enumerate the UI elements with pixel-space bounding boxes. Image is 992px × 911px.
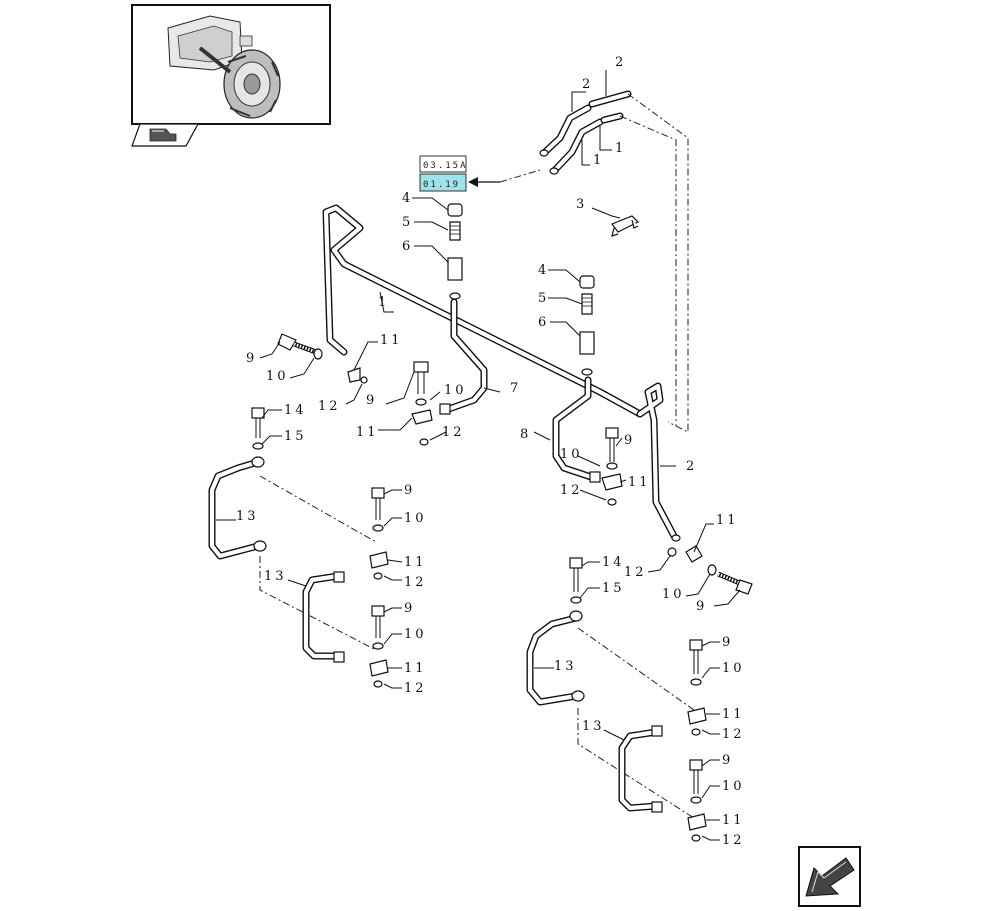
label-14-lr: 14 xyxy=(602,555,625,570)
label-11-rm: 11 xyxy=(628,475,651,490)
lower-right-assembly xyxy=(526,557,707,842)
label-11-ll-a: 11 xyxy=(404,555,427,570)
fastener-group-right-mid xyxy=(601,427,623,506)
label-1-mid: 1 xyxy=(378,295,389,310)
label-7: 7 xyxy=(510,381,521,396)
pipe-2-right xyxy=(636,382,681,542)
label-11-ll-b: 11 xyxy=(404,661,427,676)
label-1-top-b: 1 xyxy=(615,141,626,156)
label-13-lr-upper: 13 xyxy=(554,659,577,674)
label-9-rm: 9 xyxy=(624,433,635,448)
label-12-ll-a: 12 xyxy=(404,575,427,590)
pipe-8 xyxy=(552,376,601,483)
label-11-lr-b: 11 xyxy=(722,813,745,828)
label-8: 8 xyxy=(520,427,531,442)
fastener-group-upper-left xyxy=(277,333,368,384)
label-9-ul: 9 xyxy=(246,351,257,366)
label-4-left: 4 xyxy=(402,191,413,206)
label-13-lr-lower: 13 xyxy=(582,719,605,734)
breather-stack-left xyxy=(447,203,463,300)
label-15-ll: 15 xyxy=(284,429,307,444)
svg-text:03.15A: 03.15A xyxy=(423,161,468,171)
label-6-right: 6 xyxy=(538,315,549,330)
label-5-left: 5 xyxy=(402,215,413,230)
label-15-lr: 15 xyxy=(602,581,625,596)
label-12-ll-b: 12 xyxy=(404,681,427,696)
label-11-lr-a: 11 xyxy=(722,707,745,722)
label-13-ll-upper: 13 xyxy=(236,509,259,524)
label-9-lr-a: 9 xyxy=(722,635,733,650)
lower-left-assembly xyxy=(208,407,389,688)
label-11-ul: 11 xyxy=(380,333,403,348)
label-9-lr-b: 9 xyxy=(722,753,733,768)
label-9-right: 9 xyxy=(696,599,707,614)
label-10-rm: 10 xyxy=(560,447,583,462)
pipe-end-group-top xyxy=(539,90,689,433)
label-9-center: 9 xyxy=(366,393,377,408)
clip-part-3 xyxy=(611,215,640,237)
label-11-center: 11 xyxy=(356,425,379,440)
label-10-ll-b: 10 xyxy=(404,627,427,642)
label-9-ll-a: 9 xyxy=(404,483,415,498)
label-6-left: 6 xyxy=(402,239,413,254)
tractor-axle-thumbnail xyxy=(167,15,281,119)
book-hand-icon[interactable] xyxy=(131,123,200,147)
reference-03-15a[interactable]: 03.15A xyxy=(419,155,468,173)
label-2-top-b: 2 xyxy=(615,55,626,70)
thumbnail-frame[interactable] xyxy=(131,4,331,125)
fastener-group-right xyxy=(667,545,753,595)
label-12-center: 12 xyxy=(442,425,465,440)
pipe-7 xyxy=(439,298,488,415)
label-13-ll-lower: 13 xyxy=(264,569,287,584)
label-9-ll-b: 9 xyxy=(404,601,415,616)
label-10-ul: 10 xyxy=(266,369,289,384)
label-12-ul: 12 xyxy=(318,399,341,414)
label-2-right: 2 xyxy=(686,459,697,474)
breather-stack-right xyxy=(579,275,595,376)
label-12-lr-b: 12 xyxy=(722,833,745,848)
label-12-rm: 12 xyxy=(560,483,583,498)
label-12-right: 12 xyxy=(624,565,647,580)
back-arrow-icon[interactable] xyxy=(798,846,861,907)
label-3: 3 xyxy=(576,197,587,212)
label-12-lr-a: 12 xyxy=(722,727,745,742)
label-4-right: 4 xyxy=(538,263,549,278)
label-10-center: 10 xyxy=(444,383,467,398)
label-10-ll-a: 10 xyxy=(404,511,427,526)
reference-01-19[interactable]: 01.19 xyxy=(419,173,467,192)
label-2-top-a: 2 xyxy=(582,77,593,92)
label-10-lr-b: 10 xyxy=(722,779,745,794)
label-10-lr-a: 10 xyxy=(722,661,745,676)
fastener-group-center xyxy=(411,361,433,446)
label-5-right: 5 xyxy=(538,291,549,306)
svg-text:01.19: 01.19 xyxy=(423,180,460,190)
label-11-right: 11 xyxy=(716,513,739,528)
reference-arrow xyxy=(468,169,541,187)
label-10-right: 10 xyxy=(662,587,685,602)
label-14-ll: 14 xyxy=(284,403,307,418)
label-1-top-a: 1 xyxy=(593,153,604,168)
